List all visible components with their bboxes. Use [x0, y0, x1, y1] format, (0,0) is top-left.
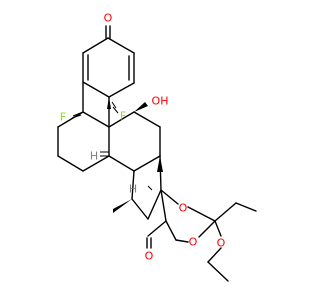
- fluorine-6-label: F: [60, 111, 66, 124]
- stereo-bonds: [71, 97, 163, 191]
- atom-labels: O F F OH H H O O O O: [60, 12, 226, 263]
- hydroxyl-label: OH: [152, 95, 169, 108]
- ring-d-bonds: [131, 155, 162, 220]
- hydrogen-8-label: H: [90, 150, 98, 163]
- methyl-ring-d: [113, 199, 132, 213]
- ethoxy-oxygen: O: [217, 237, 226, 250]
- molecule-canvas: O F F OH H H O O O O: [57, 12, 257, 282]
- ketone-oxygen-top: O: [104, 12, 113, 25]
- ring-c-bonds: [108, 111, 161, 172]
- ring-a-bonds: [82, 25, 135, 98]
- ring-oxygen-upper: O: [179, 202, 188, 215]
- ring-b-bonds: [57, 81, 110, 172]
- structure-diagram: O F F OH H H O O O O: [57, 12, 257, 282]
- hydrogen-14-label: H: [129, 183, 137, 196]
- ketone-oxygen-bottom: O: [145, 250, 154, 263]
- fluorine-9-label: F: [120, 110, 126, 123]
- dioxane-ring-bonds: [146, 189, 257, 282]
- ring-oxygen-lower: O: [189, 236, 198, 249]
